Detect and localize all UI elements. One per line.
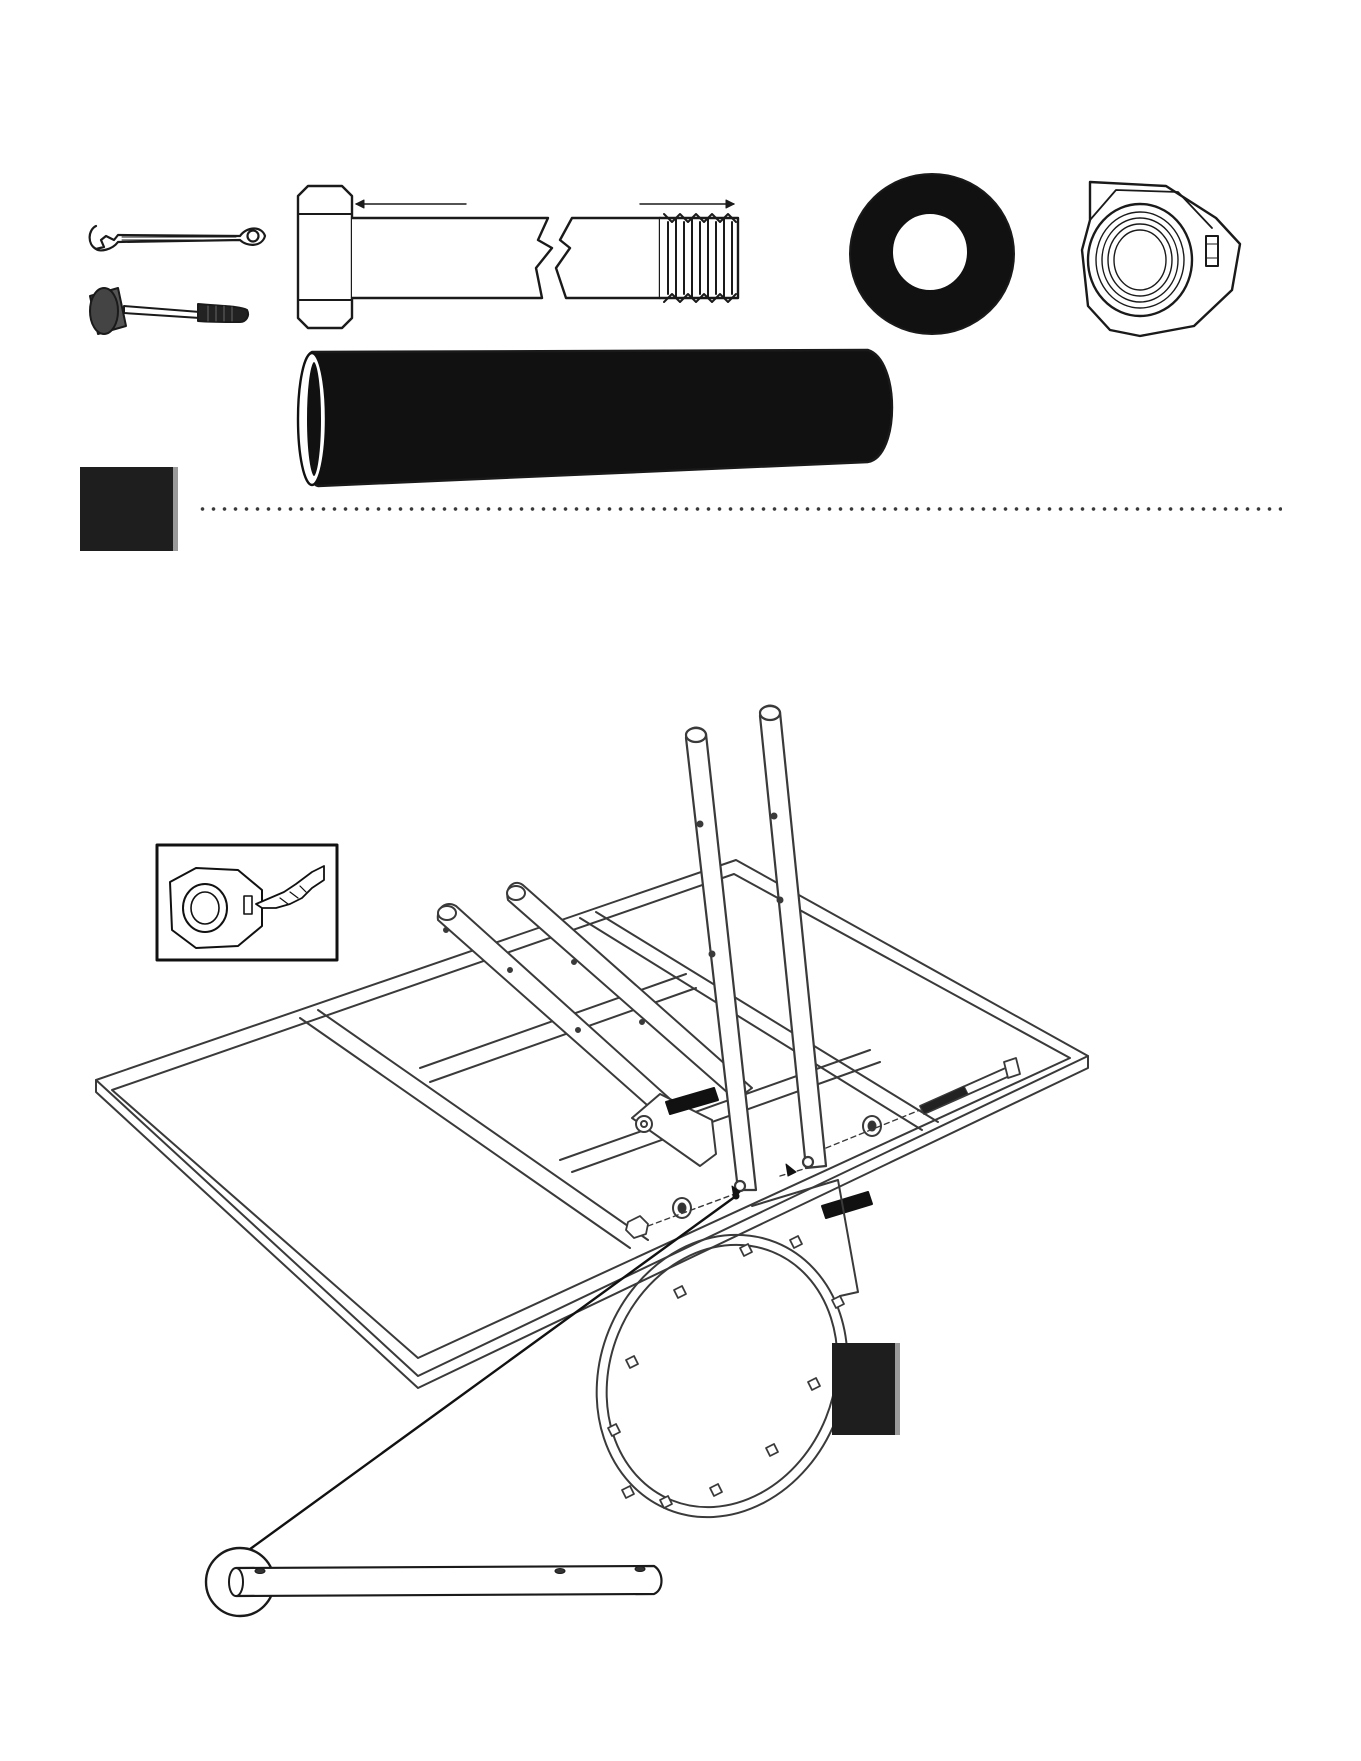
step-marker-bottom [832, 1343, 895, 1435]
pole-detail [206, 1548, 662, 1616]
lock-nut-inset [157, 845, 337, 960]
